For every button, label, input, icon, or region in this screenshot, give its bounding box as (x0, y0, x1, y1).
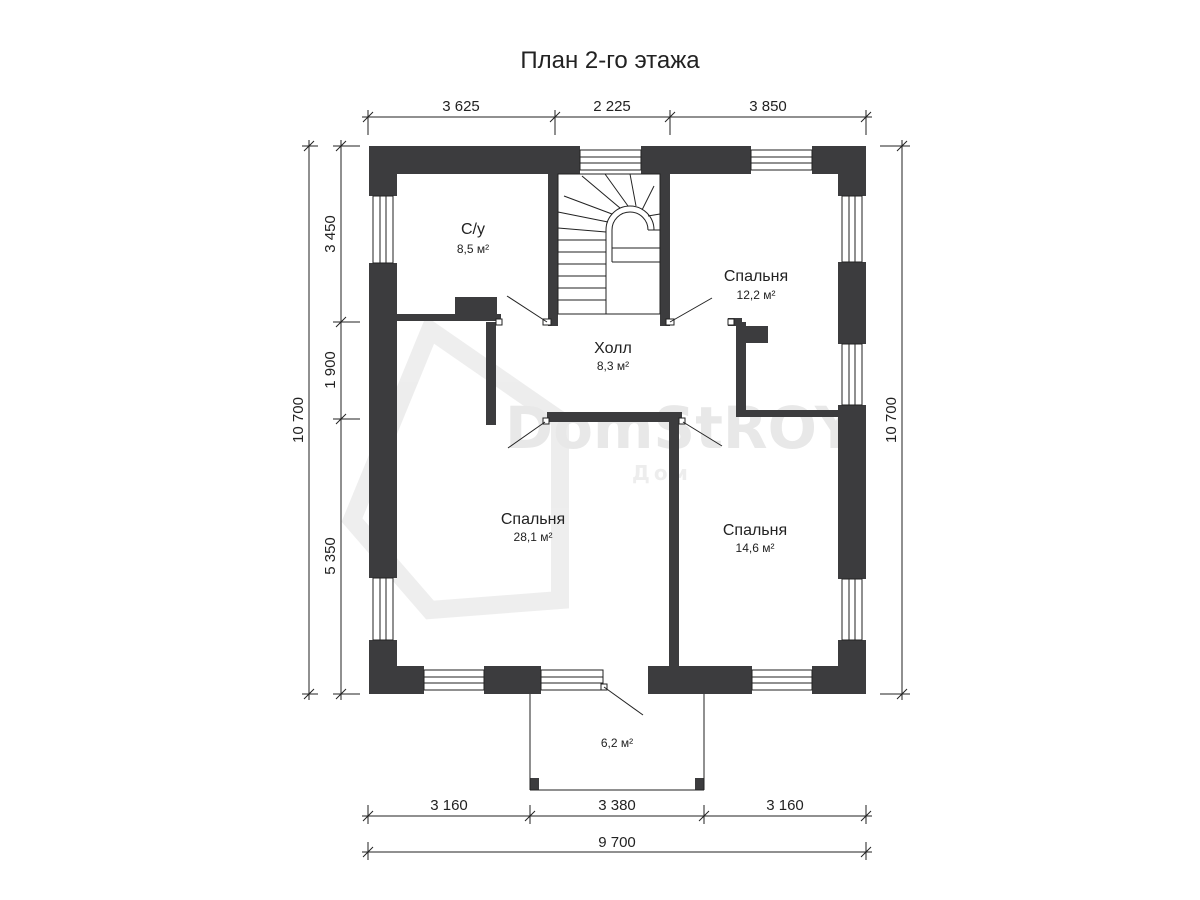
room-area: 28,1 м² (514, 530, 553, 544)
room-area: 14,6 м² (736, 541, 775, 555)
door-jamb (727, 318, 735, 326)
walls (369, 146, 866, 790)
watermark-text: DomStROY (505, 394, 858, 462)
dimension-lines (302, 110, 910, 860)
room-bedroom-large: Спальня 28,1 м² (501, 511, 565, 544)
staircase (557, 173, 661, 315)
door-jamb (678, 417, 686, 425)
room-name: С/у (461, 221, 485, 238)
dim-bottom-2: 3 380 (598, 797, 636, 814)
room-bedroom-bottom-right: Спальня 14,6 м² (723, 522, 787, 555)
dim-bottom-total: 9 700 (598, 834, 636, 851)
dim-left-total: 10 700 (290, 397, 307, 443)
window (372, 195, 394, 264)
dim-left-3: 5 350 (322, 537, 339, 575)
window (540, 669, 604, 691)
dim-top-1: 3 625 (442, 98, 480, 115)
room-bathroom: С/у 8,5 м² (457, 221, 489, 256)
room-area: 12,2 м² (737, 288, 776, 302)
dim-left-2: 1 900 (322, 351, 339, 389)
window (841, 343, 863, 406)
room-hall: Холл 8,3 м² (594, 340, 632, 373)
room-name: Спальня (724, 268, 788, 285)
room-area: 8,3 м² (597, 359, 629, 373)
dim-bottom-3: 3 160 (766, 797, 804, 814)
window (841, 195, 863, 263)
window-panes (379, 156, 856, 684)
window (372, 577, 394, 641)
room-name: Холл (594, 340, 632, 357)
dim-right-total: 10 700 (883, 397, 900, 443)
room-name: Спальня (723, 522, 787, 539)
window (841, 578, 863, 641)
dim-top-2: 2 225 (593, 98, 631, 115)
door-jamb (495, 318, 503, 326)
room-area: 6,2 м² (601, 736, 633, 750)
window (579, 149, 642, 171)
door-jamb (542, 417, 550, 425)
room-name: Спальня (501, 511, 565, 528)
room-bedroom-top-right: Спальня 12,2 м² (724, 268, 788, 302)
watermark: DomStROY Дом (341, 316, 858, 620)
window (751, 669, 813, 691)
doors (495, 318, 735, 691)
watermark-house-icon (341, 316, 569, 620)
windows (372, 149, 863, 691)
dim-bottom-1: 3 160 (430, 797, 468, 814)
dim-top-3: 3 850 (749, 98, 787, 115)
balcony (529, 694, 705, 791)
window (750, 149, 813, 171)
plan-title: План 2-го этажа (520, 47, 700, 74)
window (423, 669, 485, 691)
room-balcony: 6,2 м² (601, 736, 633, 750)
dim-left-1: 3 450 (322, 215, 339, 253)
door-swings (506, 295, 723, 716)
room-area: 8,5 м² (457, 242, 489, 256)
watermark-subtext: Дом (632, 461, 692, 485)
